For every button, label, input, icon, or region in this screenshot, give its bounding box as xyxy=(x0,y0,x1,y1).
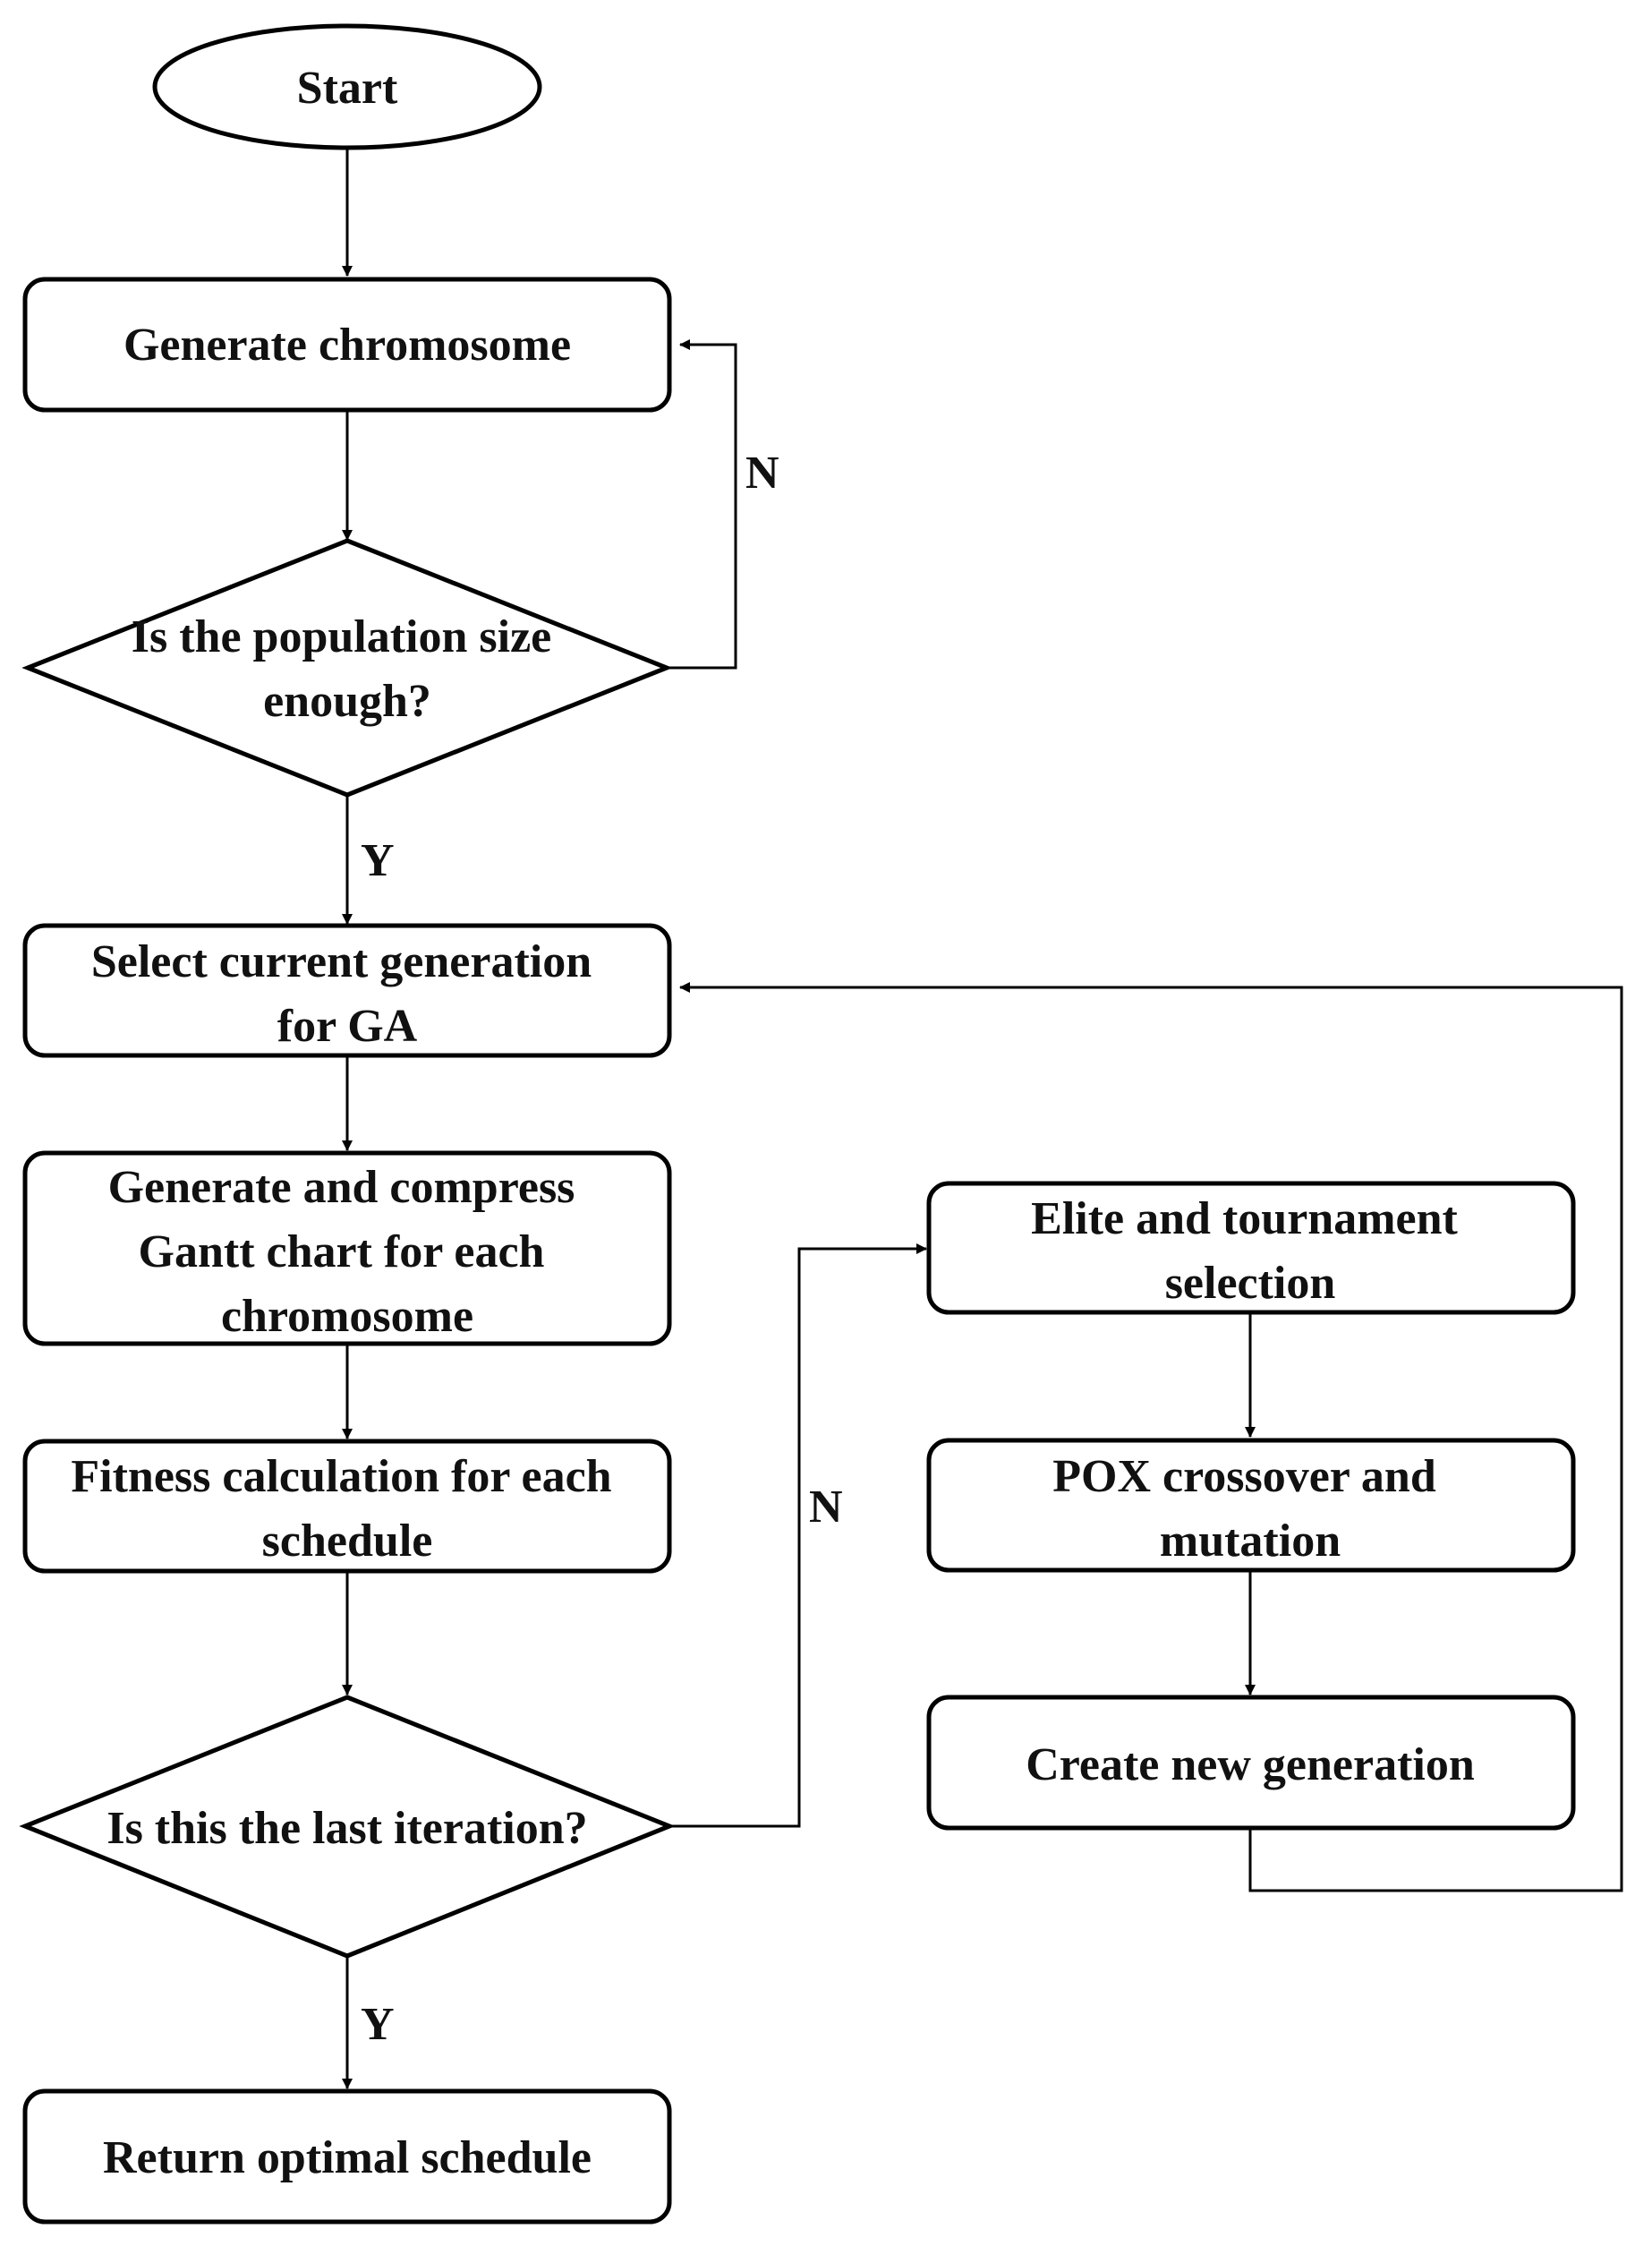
return-schedule-node: Return optimal schedule xyxy=(22,2088,672,2225)
edge-population-no-loop xyxy=(667,339,737,670)
iteration-yes-label: Y xyxy=(361,1999,395,2050)
return-schedule-label: Return optimal schedule xyxy=(103,2132,592,2183)
fitness-node: Fitness calculation for each schedule xyxy=(22,1439,672,1574)
pox-crossover-label: POX crossover and mutation xyxy=(1052,1451,1448,1567)
iteration-no-label: N xyxy=(809,1482,843,1533)
start-node: Start xyxy=(152,23,542,150)
fitness-label: Fitness calculation for each schedule xyxy=(71,1451,623,1567)
gantt-label: Generate and compress Gantt chart for ea… xyxy=(108,1162,587,1342)
select-generation-node: Select current generation for GA xyxy=(22,923,672,1058)
new-generation-node: Create new generation xyxy=(926,1695,1576,1831)
edge-new-generation-loop xyxy=(679,982,1623,1892)
elite-selection-node: Elite and tournament selection xyxy=(926,1181,1576,1315)
population-decision-label: Is the population size enough? xyxy=(132,611,564,727)
population-yes-label: Y xyxy=(361,835,395,886)
edge-iteration-no xyxy=(669,1243,927,1828)
elite-selection-label: Elite and tournament selection xyxy=(1031,1193,1469,1309)
edges xyxy=(342,148,1623,2089)
generate-chromosome-label: Generate chromosome xyxy=(123,320,571,371)
iteration-decision-label: Is this the last iteration? xyxy=(106,1803,587,1854)
population-decision: Is the population size enough? xyxy=(21,538,673,798)
pox-crossover-node: POX crossover and mutation xyxy=(926,1438,1576,1573)
new-generation-label: Create new generation xyxy=(1026,1739,1475,1790)
start-label: Start xyxy=(297,63,398,114)
generate-chromosome-node: Generate chromosome xyxy=(22,277,672,413)
gantt-node: Generate and compress Gantt chart for ea… xyxy=(22,1150,672,1346)
population-no-label: N xyxy=(745,448,779,499)
select-generation-label: Select current generation for GA xyxy=(91,936,603,1052)
iteration-decision: Is this the last iteration? xyxy=(19,1695,676,1959)
